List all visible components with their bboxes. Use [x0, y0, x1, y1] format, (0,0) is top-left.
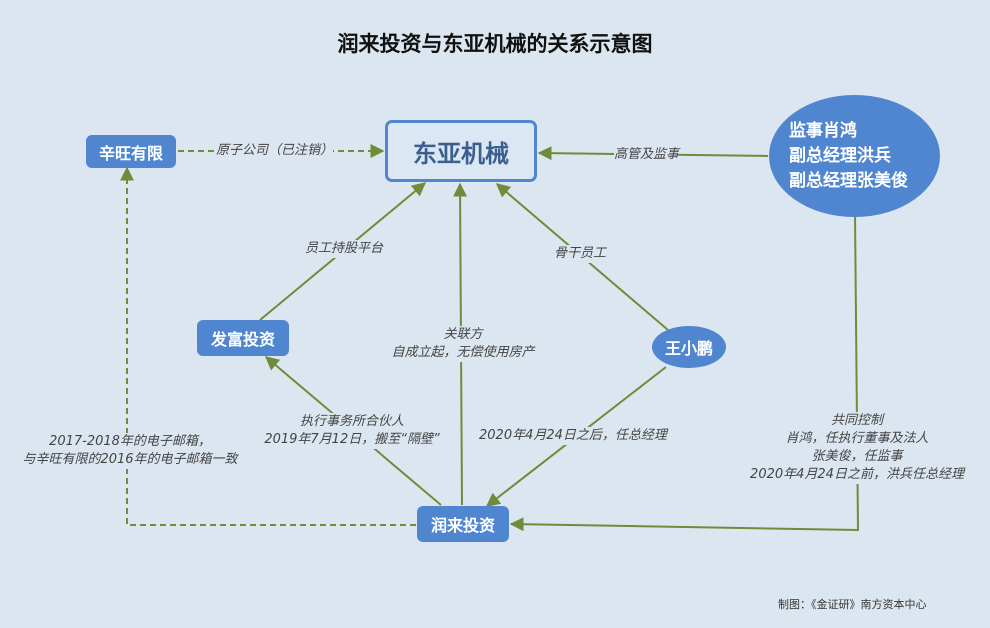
executive-line: 副总经理洪兵 — [789, 145, 891, 166]
label-executives-runlai: 共同控制 肖鸿，任执行董事及法人 张美俊，任监事 2020年4月24日之前，洪兵… — [744, 412, 970, 484]
executive-line: 监事肖鸿 — [789, 120, 857, 141]
label-fafu-dongya: 员工持股平台 — [305, 240, 384, 258]
node-fafu-label: 发富投资 — [210, 330, 275, 349]
label-line: 张美俊，任监事 — [811, 449, 903, 464]
label-line: 肖鸿，任执行董事及法人 — [785, 431, 929, 446]
node-runlai-label: 润来投资 — [430, 516, 495, 535]
node-executives: 监事肖鸿 副总经理洪兵 副总经理张美俊 — [769, 95, 940, 217]
label-line: 执行事务所合伙人 — [299, 414, 404, 429]
edge-executives-runlai — [509, 213, 860, 532]
diagram-title: 润来投资与东亚机械的关系示意图 — [337, 32, 653, 56]
label-wang-runlai: 2020年4月24日之后，任总经理 — [479, 427, 667, 445]
label-line: 与辛旺有限的2016年的电子邮箱一致 — [22, 452, 238, 467]
node-dongya-label: 东亚机械 — [413, 139, 509, 168]
executive-line: 副总经理张美俊 — [789, 170, 908, 191]
label-line: 自成立起，无偿使用房产 — [391, 345, 535, 360]
node-wangxiaopeng-label: 王小鹏 — [664, 339, 713, 358]
label-runlai-xinwang: 2017-2018年的电子邮箱， 与辛旺有限的2016年的电子邮箱一致 — [10, 433, 250, 469]
label-line: 2020年4月24日之前，洪兵任总经理 — [750, 467, 964, 482]
label-runlai-dongya: 关联方 自成立起，无偿使用房产 — [386, 326, 540, 362]
credit-text: 制图：《金证研》南方资本中心 — [778, 598, 927, 611]
label-line: 2019年7月12日，搬至“隔壁” — [264, 432, 440, 447]
node-wangxiaopeng: 王小鹏 — [652, 326, 726, 368]
label-runlai-fafu: 执行事务所合伙人 2019年7月12日，搬至“隔壁” — [254, 413, 450, 449]
node-dongya: 东亚机械 — [385, 120, 537, 182]
label-line: 共同控制 — [830, 413, 883, 428]
label-line: 2017-2018年的电子邮箱， — [49, 434, 211, 449]
node-xinwang: 辛旺有限 — [86, 135, 176, 168]
label-executives-dongya: 高管及监事 — [614, 146, 680, 164]
label-wang-dongya: 骨干员工 — [554, 245, 607, 263]
label-line: 关联方 — [443, 327, 483, 342]
label-xinwang-dongya: 原子公司（已注销） — [216, 142, 334, 160]
node-xinwang-label: 辛旺有限 — [98, 143, 163, 163]
node-fafu: 发富投资 — [197, 320, 289, 356]
node-runlai: 润来投资 — [417, 506, 509, 542]
